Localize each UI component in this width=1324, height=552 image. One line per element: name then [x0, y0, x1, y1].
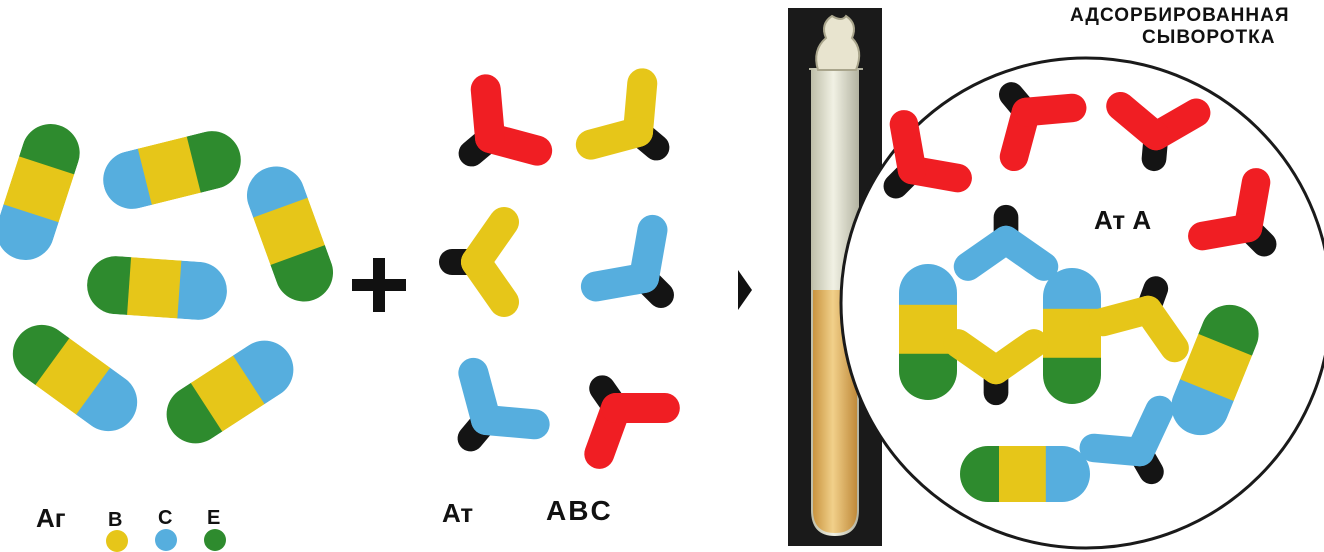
plus-sign-icon	[352, 258, 406, 312]
header-line-2: СЫВОРОТКА	[1142, 28, 1275, 47]
antibody-yellow	[591, 83, 682, 178]
legend-dot-c	[155, 529, 177, 551]
header-line-1: АДСОРБИРОВАННАЯ	[1070, 6, 1290, 25]
right-arrow-icon	[738, 270, 752, 310]
bacterium	[0, 116, 87, 268]
bacterium-segment-blue	[177, 261, 229, 322]
antibody-label: Ат	[442, 500, 473, 526]
bacterium	[239, 158, 342, 310]
adsorbed-antibody-label: Ат А	[1094, 207, 1151, 233]
antibody-arm	[596, 258, 644, 306]
bacterium-segment-yellow	[127, 257, 182, 318]
bacterium	[97, 125, 247, 215]
bacterium	[155, 329, 304, 454]
bacterium-segment-green	[85, 254, 131, 315]
legend-letter-c: C	[158, 508, 172, 528]
bacterium	[85, 254, 229, 322]
antibody-arm	[464, 89, 511, 138]
antibody-red	[446, 89, 537, 184]
bacterium	[1043, 268, 1101, 405]
antibody-arm	[476, 222, 504, 262]
legend-dot-b	[106, 530, 128, 552]
bacterium	[1, 313, 149, 443]
legend-dot-e	[204, 529, 226, 551]
antibody-red	[569, 365, 664, 453]
antibody-arm	[591, 114, 638, 163]
antibody-types-label: ABC	[546, 497, 613, 525]
legend-letter-e: E	[207, 508, 220, 528]
bacterium-segment-yellow	[999, 446, 1046, 502]
antigen-label: Аг	[36, 505, 66, 531]
antibody-yellow	[452, 222, 504, 302]
bacterium	[960, 446, 1091, 502]
antibody-arm	[455, 373, 504, 420]
antibody-blue	[596, 230, 689, 323]
antibody-blue	[440, 373, 535, 464]
bacterium	[899, 264, 957, 401]
legend-letter-b: B	[108, 510, 122, 530]
